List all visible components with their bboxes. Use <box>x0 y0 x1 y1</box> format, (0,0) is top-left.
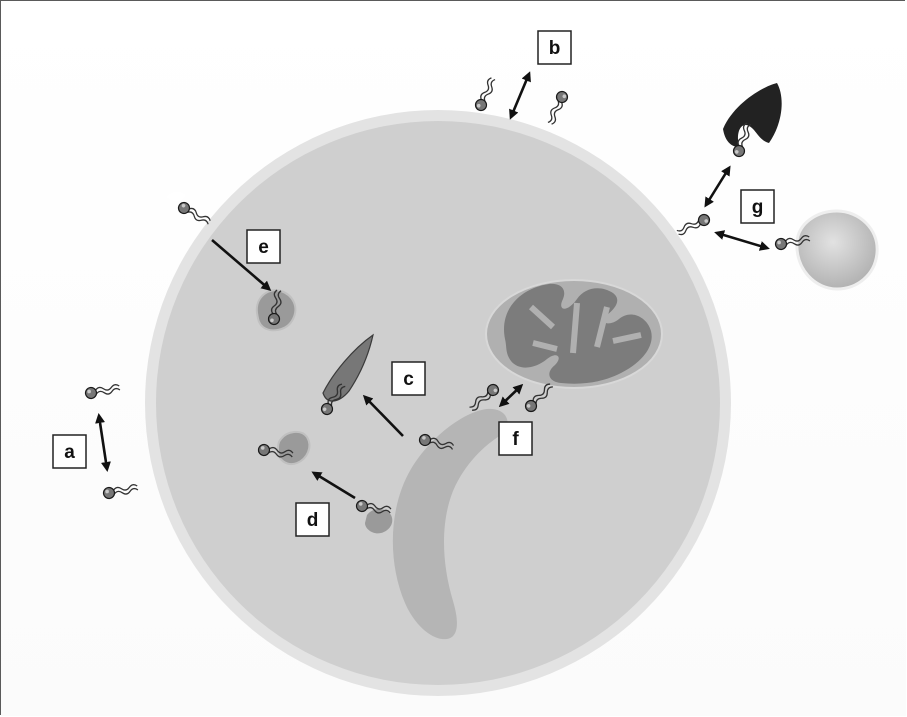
label-f-text: f <box>512 429 519 450</box>
label-f: f <box>499 422 532 455</box>
lipid-droplet <box>797 211 877 289</box>
label-c-text: c <box>403 369 414 390</box>
label-c: c <box>392 362 425 395</box>
mitochondrion <box>486 280 662 388</box>
label-g-text: g <box>752 197 764 218</box>
label-g: g <box>741 190 774 223</box>
label-b-text: b <box>549 38 561 59</box>
label-d: d <box>296 503 329 536</box>
label-e-text: e <box>258 237 269 258</box>
label-d-text: d <box>307 510 319 531</box>
label-a-text: a <box>64 442 75 463</box>
label-e: e <box>247 230 280 263</box>
label-b: b <box>538 31 571 64</box>
label-a: a <box>53 435 86 468</box>
